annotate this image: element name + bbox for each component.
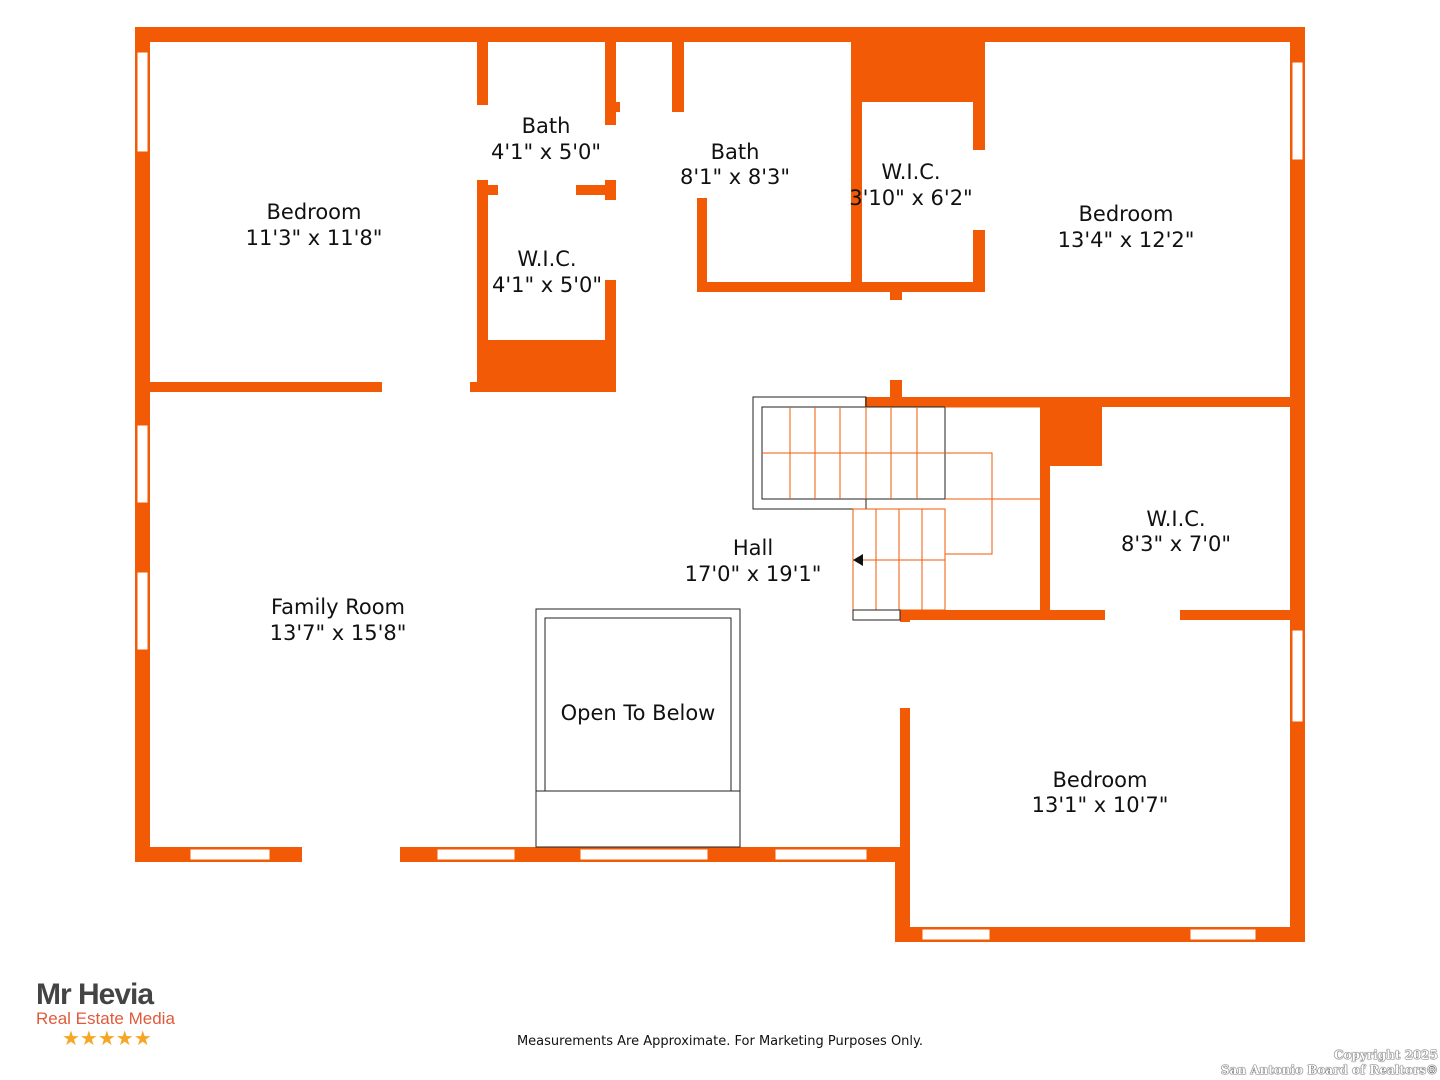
room-name: Bedroom bbox=[267, 200, 362, 224]
room-name: W.I.C. bbox=[881, 160, 940, 184]
doorways bbox=[302, 101, 1180, 863]
room-size: 13'1" x 10'7" bbox=[1032, 793, 1169, 817]
room-size: 8'3" x 7'0" bbox=[1121, 532, 1231, 556]
copyright-line: San Antonio Board of Realtors® bbox=[1220, 1063, 1438, 1077]
logo: Mr Hevia Real Estate Media ★★★★★ bbox=[36, 966, 196, 1050]
room-name: Family Room bbox=[271, 595, 405, 619]
stairs bbox=[752, 396, 1040, 621]
logo-tagline: Real Estate Media bbox=[36, 1009, 175, 1028]
room-name: Open To Below bbox=[561, 701, 716, 725]
room-size: 3'10" x 6'2" bbox=[849, 186, 972, 210]
room-size: 11'3" x 11'8" bbox=[246, 226, 383, 250]
windows bbox=[136, 51, 1304, 941]
room-size: 4'1" x 5'0" bbox=[492, 273, 602, 297]
room-name: Bath bbox=[522, 114, 571, 138]
logo-brand: Mr Hevia bbox=[36, 978, 154, 1011]
room-size: 13'4" x 12'2" bbox=[1058, 228, 1195, 252]
copyright-line: Copyright 2025 bbox=[1333, 1048, 1438, 1062]
room-name: Bedroom bbox=[1053, 768, 1148, 792]
room-size: 8'1" x 8'3" bbox=[680, 165, 790, 189]
room-labels: Bedroom 11'3" x 11'8" Bath 4'1" x 5'0" W… bbox=[246, 114, 1231, 817]
rating-stars: ★★★★★ bbox=[62, 1026, 152, 1050]
room-size: 4'1" x 5'0" bbox=[491, 140, 601, 164]
room-size: 13'7" x 15'8" bbox=[270, 621, 407, 645]
room-name: W.I.C. bbox=[517, 247, 576, 271]
copyright: Copyright 2025 San Antonio Board of Real… bbox=[1221, 1048, 1438, 1078]
open-to-below-box bbox=[535, 608, 741, 848]
room-name: Hall bbox=[733, 536, 773, 560]
room-name: W.I.C. bbox=[1146, 507, 1205, 531]
room-name: Bath bbox=[711, 140, 760, 164]
room-name: Bedroom bbox=[1079, 202, 1174, 226]
disclaimer: Measurements Are Approximate. For Market… bbox=[516, 1034, 924, 1049]
room-size: 17'0" x 19'1" bbox=[685, 562, 822, 586]
